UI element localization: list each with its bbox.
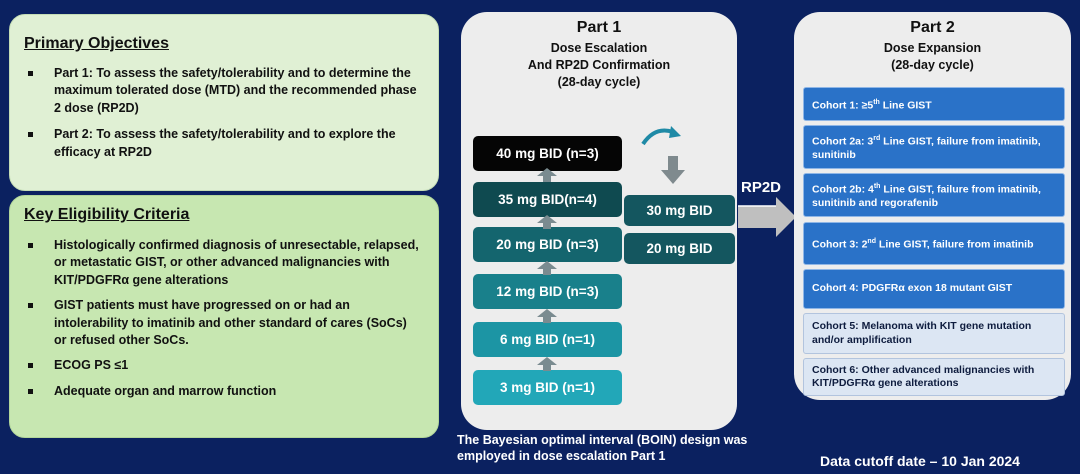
criterion-text: Adequate organ and marrow function <box>54 383 277 398</box>
cohort-label: Cohort 6: Other advanced malignancies wi… <box>812 363 1035 390</box>
part1-cycle-label: (28-day cycle) <box>557 75 641 89</box>
dose-level-40mg: 40 mg BID (n=3) <box>473 136 622 171</box>
cohort-label: Cohort 2a: 3rd Line GIST, failure from i… <box>812 134 1041 161</box>
cohort-5: Cohort 5: Melanoma with KIT gene mutatio… <box>803 313 1065 354</box>
criterion-item: Histologically confirmed diagnosis of un… <box>24 237 422 289</box>
cohort-2a: Cohort 2a: 3rd Line GIST, failure from i… <box>803 125 1065 169</box>
cohort-label: Cohort 2b: 4th Line GIST, failure from i… <box>812 182 1041 209</box>
dose-level-12mg: 12 mg BID (n=3) <box>473 274 622 309</box>
cohort-4: Cohort 4: PDGFRα exon 18 mutant GIST <box>803 269 1065 309</box>
part2-title: Part 2 <box>910 19 955 36</box>
cohort-2b: Cohort 2b: 4th Line GIST, failure from i… <box>803 173 1065 217</box>
confirm-dose-20mg: 20 mg BID <box>624 233 735 264</box>
primary-objectives-title: Primary Objectives <box>24 35 169 52</box>
dose-level-3mg: 3 mg BID (n=1) <box>473 370 622 405</box>
part2-cycle-label: (28-day cycle) <box>891 58 974 72</box>
criterion-item: Adequate organ and marrow function <box>24 383 422 400</box>
cohort-6: Cohort 6: Other advanced malignancies wi… <box>803 358 1065 396</box>
bullet-square-icon <box>28 388 33 394</box>
dose-level-20mg: 20 mg BID (n=3) <box>473 227 622 262</box>
escalation-arrow-icon <box>537 357 557 371</box>
objective-item: Part 1: To assess the safety/tolerabilit… <box>24 65 422 117</box>
eligibility-panel: Key Eligibility Criteria Histologically … <box>9 195 439 438</box>
bullet-square-icon <box>28 363 33 369</box>
escalation-arrow-icon <box>537 215 557 229</box>
right-arrow-icon <box>738 197 796 237</box>
eligibility-list: Histologically confirmed diagnosis of un… <box>24 237 422 400</box>
cohort-label: Cohort 1: ≥5th Line GIST <box>812 98 932 112</box>
bullet-square-icon <box>28 71 33 76</box>
objective-item: Part 2: To assess the safety/tolerabilit… <box>24 126 422 161</box>
bullet-square-icon <box>28 303 33 309</box>
cohort-label: Cohort 3: 2nd Line GIST, failure from im… <box>812 238 1034 251</box>
data-cutoff-date: Data cutoff date – 10 Jan 2024 <box>820 453 1020 469</box>
criterion-item: GIST patients must have progressed on or… <box>24 297 422 349</box>
primary-objectives-panel: Primary Objectives Part 1: To assess the… <box>9 14 439 191</box>
bullet-square-icon <box>28 132 33 138</box>
dose-level-6mg: 6 mg BID (n=1) <box>473 322 622 357</box>
part1-panel: Part 1 Dose Escalation And RP2D Confirma… <box>461 12 737 430</box>
cohort-label: Cohort 4: PDGFRα exon 18 mutant GIST <box>812 282 1013 295</box>
eligibility-title: Key Eligibility Criteria <box>24 206 190 223</box>
confirm-dose-30mg: 30 mg BID <box>624 195 735 226</box>
primary-objectives-list: Part 1: To assess the safety/tolerabilit… <box>24 65 422 161</box>
part2-panel: Part 2 Dose Expansion (28-day cycle) Coh… <box>794 12 1071 400</box>
escalation-arrow-icon <box>537 168 557 182</box>
cohort-label: Cohort 5: Melanoma with KIT gene mutatio… <box>812 320 1032 346</box>
criterion-text: ECOG PS ≤1 <box>54 358 129 373</box>
criterion-item: ECOG PS ≤1 <box>24 357 422 374</box>
cohort-3: Cohort 3: 2nd Line GIST, failure from im… <box>803 222 1065 265</box>
part1-subtitle-line1: Dose Escalation <box>550 41 648 55</box>
escalation-arrow-icon <box>537 261 557 275</box>
rp2d-label: RP2D <box>741 179 782 196</box>
criterion-text: Histologically confirmed diagnosis of un… <box>54 238 419 287</box>
bullet-square-icon <box>28 243 33 248</box>
objective-text: Part 2: To assess the safety/tolerabilit… <box>54 127 396 159</box>
part1-title: Part 1 <box>576 19 622 36</box>
boin-design-note: The Bayesian optimal interval (BOIN) des… <box>457 433 748 463</box>
escalation-arrow-icon <box>537 309 557 323</box>
part1-subtitle-line2: And RP2D Confirmation <box>527 58 671 72</box>
part2-subtitle: Dose Expansion <box>883 41 982 55</box>
down-arrow-icon <box>661 156 685 184</box>
cohort-1: Cohort 1: ≥5th Line GIST <box>803 87 1065 121</box>
dose-level-35mg: 35 mg BID(n=4) <box>473 182 622 217</box>
criterion-text: GIST patients must have progressed on or… <box>54 298 407 348</box>
objective-text: Part 1: To assess the safety/tolerabilit… <box>54 66 417 115</box>
curved-arrow-icon <box>641 126 681 146</box>
